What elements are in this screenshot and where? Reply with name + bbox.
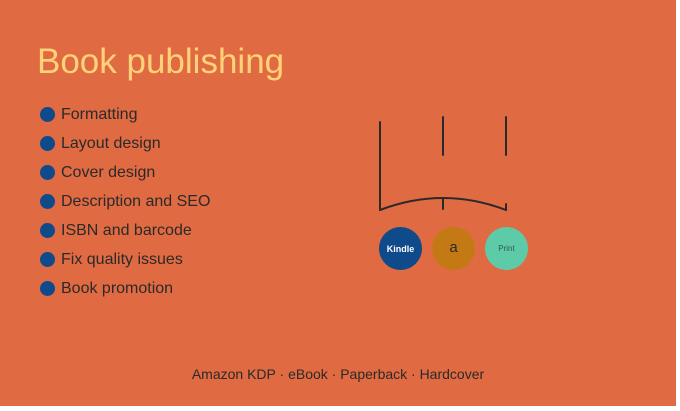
platform-badges: Kindle a Print — [379, 227, 529, 271]
bullet-icon — [40, 281, 55, 296]
open-book-icon — [379, 116, 507, 211]
bullet-icon — [40, 194, 55, 209]
service-label: Formatting — [61, 105, 138, 123]
bullet-icon — [40, 136, 55, 151]
list-item: ISBN and barcode — [40, 216, 210, 245]
bullet-icon — [40, 223, 55, 238]
service-label: Fix quality issues — [61, 250, 183, 268]
list-item: Fix quality issues — [40, 245, 210, 274]
bullet-icon — [40, 165, 55, 180]
kindle-label: Kindle — [386, 243, 415, 254]
list-item: Cover design — [40, 158, 210, 187]
list-item: Description and SEO — [40, 187, 210, 216]
list-item: Layout design — [40, 129, 210, 158]
list-item: Formatting — [40, 100, 210, 129]
print-label: Print — [498, 244, 515, 253]
list-item: Book promotion — [40, 274, 210, 303]
service-label: Cover design — [61, 163, 156, 181]
print-badge: Print — [485, 227, 528, 270]
service-label: Book promotion — [61, 279, 174, 297]
bullet-icon — [40, 252, 55, 267]
amazon-badge: a — [432, 227, 475, 270]
service-label: Layout design — [61, 134, 161, 152]
amazon-label: a — [449, 238, 458, 256]
formats-footer: Amazon KDP · eBook · Paperback · Hardcov… — [191, 366, 485, 382]
kindle-badge: Kindle — [379, 227, 422, 270]
services-list: Formatting Layout design Cover design De… — [40, 100, 210, 303]
service-label: Description and SEO — [61, 192, 211, 210]
bullet-icon — [40, 107, 55, 122]
service-label: ISBN and barcode — [61, 221, 192, 239]
page-title: Book publishing — [37, 42, 285, 81]
